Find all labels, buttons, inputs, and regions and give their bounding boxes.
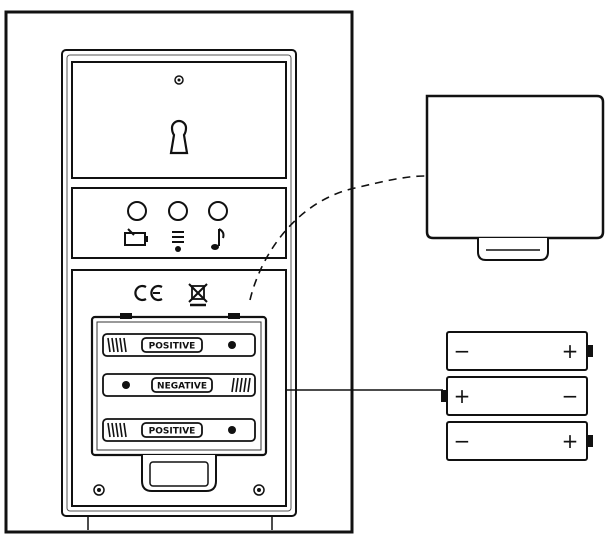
- loose-battery[interactable]: −+: [446, 421, 593, 461]
- cell-polarity-label: POSITIVE: [149, 427, 196, 437]
- battery-right-polarity: +: [562, 429, 579, 453]
- installed-cells: POSITIVE NEGATIVE POSITIVE: [102, 333, 256, 442]
- back-panel-inner-edge: [66, 54, 292, 512]
- loose-battery[interactable]: +−: [441, 376, 588, 416]
- loose-battery[interactable]: −+: [446, 331, 593, 371]
- compartment-tab-right: [228, 313, 240, 319]
- ce-mark: [134, 284, 163, 302]
- battery-right-polarity: −: [562, 384, 579, 408]
- cover-latch[interactable]: [141, 455, 217, 492]
- button-1[interactable]: [127, 201, 147, 221]
- installed-cell: NEGATIVE: [102, 373, 256, 397]
- cell-polarity-label: POSITIVE: [149, 342, 196, 352]
- battery-left-polarity: −: [454, 339, 471, 363]
- weee-bin-mark: [188, 283, 208, 307]
- screw-top-center: [177, 78, 181, 82]
- battery-cover-removed[interactable]: [425, 94, 605, 261]
- cell-polarity-label: NEGATIVE: [157, 382, 207, 392]
- battery-left-polarity: +: [454, 384, 471, 408]
- battery-right-polarity: +: [562, 339, 579, 363]
- screw-bottom-right: [253, 484, 265, 496]
- cover-latch-grip: [149, 461, 209, 487]
- screw-bottom-left: [93, 484, 105, 496]
- button-3[interactable]: [208, 201, 228, 221]
- installed-cell: POSITIVE: [102, 333, 256, 357]
- battery-icon: [124, 228, 148, 246]
- button-2[interactable]: [168, 201, 188, 221]
- keyhole-hanger: [169, 119, 189, 155]
- compartment-tab-left: [120, 313, 132, 319]
- cover-removal-arrow: [249, 175, 427, 301]
- battery-compartment-inner: [96, 321, 262, 451]
- loose-batteries: −++−−+: [441, 331, 593, 461]
- music-note-icon: [211, 228, 225, 250]
- battery-left-polarity: −: [454, 429, 471, 453]
- thermometer-icon: [172, 231, 184, 252]
- installed-cell: POSITIVE: [102, 418, 256, 442]
